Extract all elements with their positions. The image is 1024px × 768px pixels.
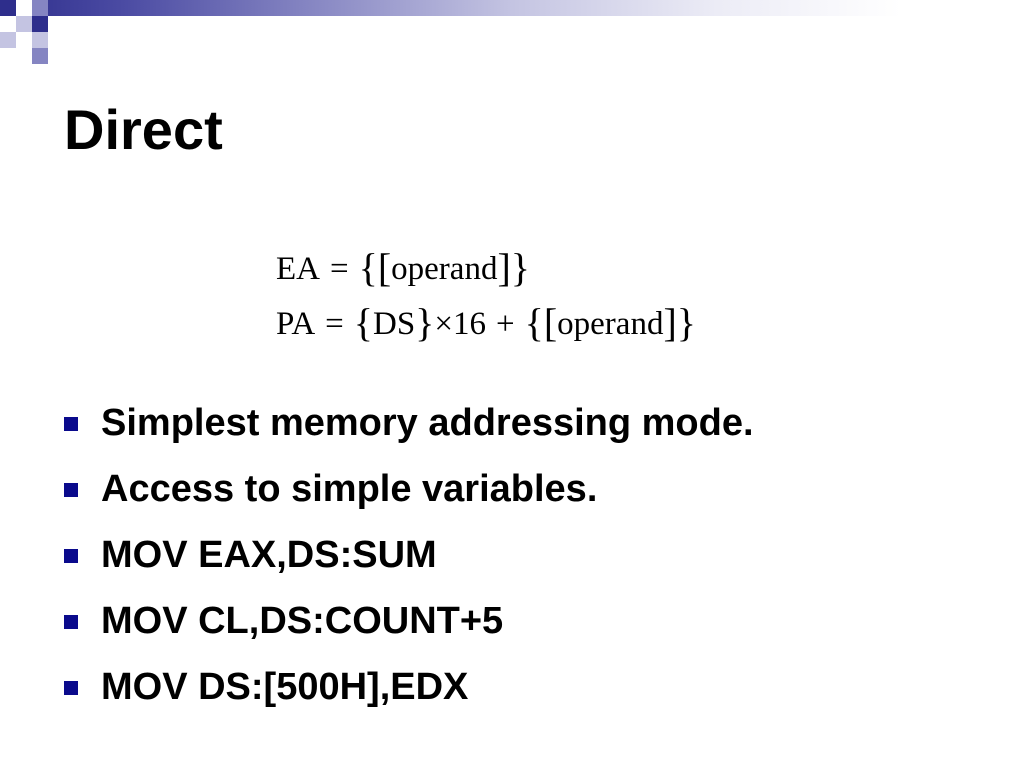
square-bullet-icon [64, 417, 78, 431]
formula-brace: { [358, 245, 378, 290]
checker-square [0, 0, 16, 16]
formula-line-ea: EA ={[operand]} [276, 240, 696, 295]
bullet-list: Simplest memory addressing mode. Access … [64, 390, 754, 720]
square-bullet-icon [64, 615, 78, 629]
formula-line-pa: PA={DS}×16+{[operand]} [276, 295, 696, 350]
square-bullet-icon [64, 483, 78, 497]
corner-checker-decoration [0, 0, 64, 64]
formula-bracket: ] [663, 300, 677, 345]
formula-brace: { [524, 300, 544, 345]
bullet-text: Access to simple variables. [101, 468, 598, 510]
checker-square [32, 16, 48, 32]
checker-square [0, 32, 16, 48]
formula-times: × [434, 306, 453, 342]
checker-square [32, 0, 48, 16]
formula-bracket: ] [497, 245, 511, 290]
formula-equals: = [330, 251, 349, 287]
bullet-item: MOV DS:[500H],EDX [64, 654, 754, 720]
formula-equals: = [325, 306, 344, 342]
checker-square [16, 0, 32, 16]
bullet-item: MOV CL,DS:COUNT+5 [64, 588, 754, 654]
formula-register: DS [372, 306, 416, 342]
formula-plus: + [496, 306, 515, 342]
bullet-item: Simplest memory addressing mode. [64, 390, 754, 456]
checker-square [32, 32, 48, 48]
formula-bracket: [ [377, 245, 392, 290]
formula-brace: { [353, 300, 373, 345]
checker-square [16, 16, 32, 32]
formula-brace: } [676, 300, 696, 345]
formula-lhs: EA [276, 251, 320, 287]
bullet-text: MOV EAX,DS:SUM [101, 534, 437, 576]
checker-square [32, 48, 48, 64]
checker-square [0, 16, 16, 32]
header-gradient-band [0, 0, 1024, 16]
formula-operand: operand [391, 251, 498, 287]
formula-bracket: [ [543, 300, 558, 345]
checker-square [48, 16, 64, 32]
bullet-text: Simplest memory addressing mode. [101, 402, 754, 444]
bullet-text: MOV DS:[500H],EDX [101, 666, 469, 708]
formula-lhs: PA [276, 306, 316, 342]
slide-title: Direct [64, 98, 223, 161]
square-bullet-icon [64, 549, 78, 563]
checker-square [16, 32, 32, 48]
formula-brace: } [510, 245, 530, 290]
formula-multiplier: 16 [453, 306, 486, 342]
address-formula: EA={[operand]} PA={DS}×16+{[operand]} [276, 240, 696, 350]
square-bullet-icon [64, 681, 78, 695]
bullet-item: MOV EAX,DS:SUM [64, 522, 754, 588]
bullet-item: Access to simple variables. [64, 456, 754, 522]
formula-operand: operand [557, 306, 664, 342]
formula-brace: } [415, 300, 435, 345]
bullet-text: MOV CL,DS:COUNT+5 [101, 600, 504, 642]
